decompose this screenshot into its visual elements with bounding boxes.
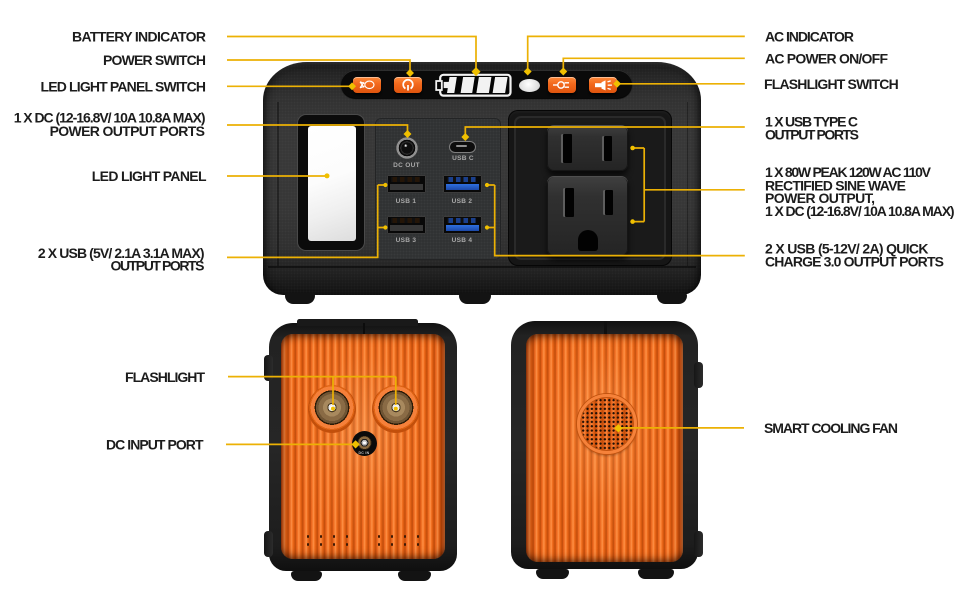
svg-text:OUTPUT PORTS: OUTPUT PORTS — [111, 258, 205, 274]
svg-text:DC INPUT PORT: DC INPUT PORT — [106, 437, 204, 453]
svg-text:LED LIGHT PANEL SWITCH: LED LIGHT PANEL SWITCH — [41, 78, 207, 94]
svg-text:1 X DC (12-16.8V/ 10A 10.8A MA: 1 X DC (12-16.8V/ 10A 10.8A MAX) — [765, 203, 955, 219]
svg-text:CHARGE 3.0 OUTPUT PORTS: CHARGE 3.0 OUTPUT PORTS — [765, 254, 944, 270]
svg-text:1 X 80W PEAK 120W AC 110V: 1 X 80W PEAK 120W AC 110V — [765, 164, 932, 180]
svg-text:FLASHLIGHT: FLASHLIGHT — [125, 369, 205, 385]
svg-text:LED LIGHT PANEL: LED LIGHT PANEL — [92, 168, 207, 184]
svg-text:RECTIFIED SINE WAVE: RECTIFIED SINE WAVE — [765, 177, 906, 193]
svg-text:2 X USB (5-12V/ 2A) QUICK: 2 X USB (5-12V/ 2A) QUICK — [765, 240, 929, 256]
svg-text:AC INDICATOR: AC INDICATOR — [765, 28, 854, 44]
svg-text:FLASHLIGHT SWITCH: FLASHLIGHT SWITCH — [764, 76, 899, 92]
svg-text:1 X USB TYPE C: 1 X USB TYPE C — [765, 113, 858, 129]
svg-text:BATTERY INDICATOR: BATTERY INDICATOR — [72, 29, 206, 45]
svg-text:SMART COOLING FAN: SMART COOLING FAN — [764, 420, 898, 436]
svg-text:OUTPUT PORTS: OUTPUT PORTS — [765, 127, 859, 143]
svg-text:POWER OUTPUT,: POWER OUTPUT, — [765, 190, 875, 206]
svg-text:1 X DC (12-16.8V/ 10A 10.8A MA: 1 X DC (12-16.8V/ 10A 10.8A MAX) — [14, 110, 206, 126]
svg-text:AC POWER ON/OFF: AC POWER ON/OFF — [765, 51, 888, 67]
svg-text:2 X USB (5V/ 2.1A 3.1A MAX): 2 X USB (5V/ 2.1A 3.1A MAX) — [38, 245, 205, 261]
svg-text:POWER SWITCH: POWER SWITCH — [103, 52, 206, 68]
svg-text:POWER OUTPUT PORTS: POWER OUTPUT PORTS — [50, 123, 205, 139]
